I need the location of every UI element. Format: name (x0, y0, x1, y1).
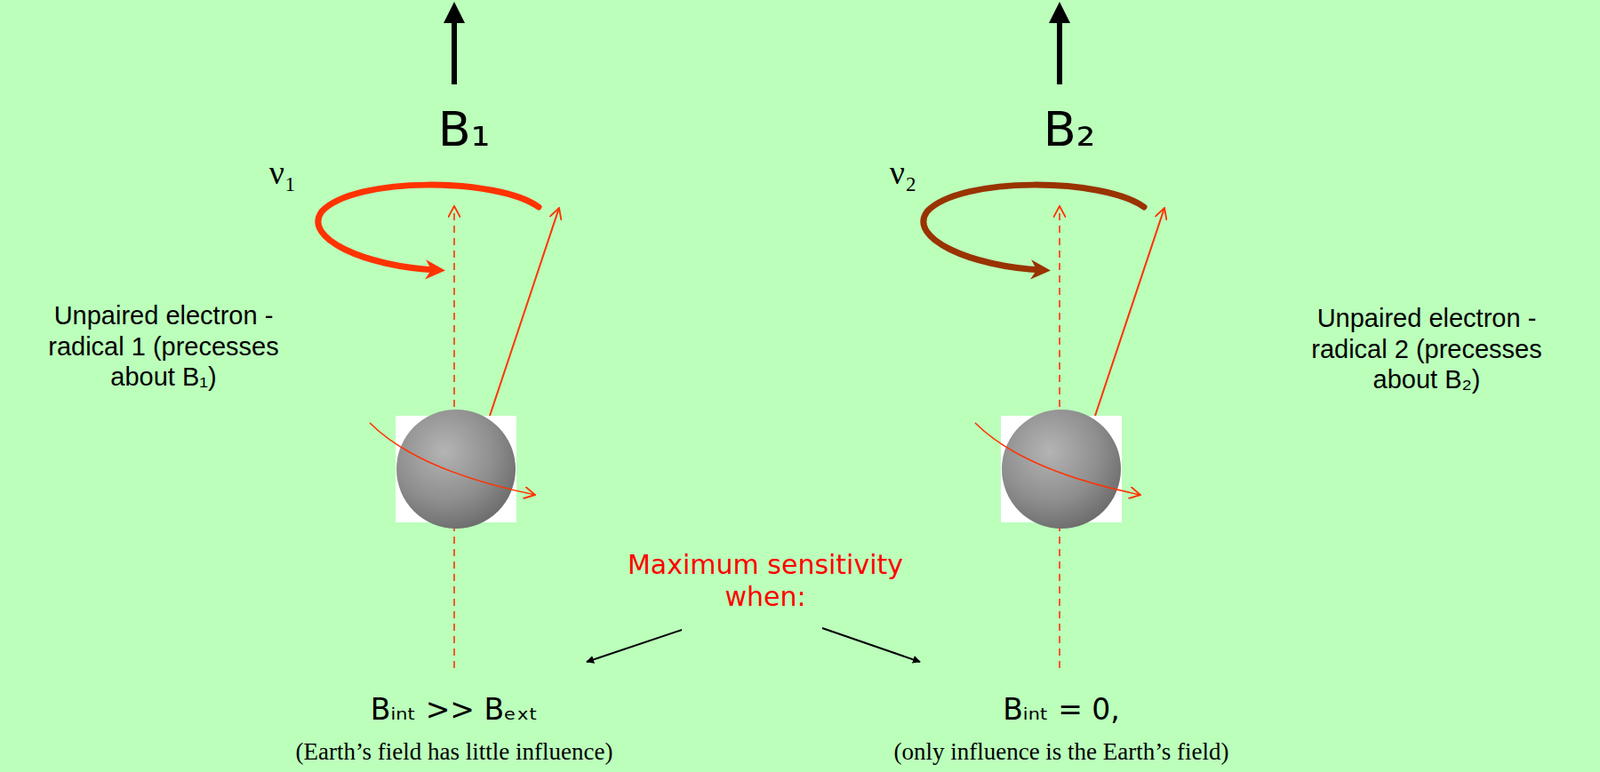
spin-arrow (975, 423, 1141, 496)
condition-formula: Bᵢₙₜ >> Bₑₓₜ (370, 692, 538, 728)
precession-figure-1 (318, 12, 560, 669)
precession-figure-2 (923, 12, 1165, 669)
condition-note: (only influence is the Earth’s field) (893, 737, 1229, 767)
sensitivity-note: Maximum sensitivity when: (605, 549, 926, 614)
field-arrow (1056, 12, 1063, 85)
field-label: B₂ (1043, 101, 1096, 160)
pointer-arrow (822, 628, 920, 663)
electron-sphere (396, 409, 516, 529)
condition-formula: Bᵢₙₜ = 0, (1002, 692, 1120, 728)
radical-label: Unpaired electron - radical 1 (precesses… (30, 300, 297, 393)
precession-arc (923, 184, 1144, 271)
radical-label: Unpaired electron - radical 2 (precesses… (1293, 303, 1560, 396)
precession-arc (318, 184, 539, 271)
electron-sphere (1001, 409, 1121, 529)
spin-arrow (369, 423, 536, 496)
spin-vector (489, 208, 560, 416)
frequency-label: ν₁ (269, 152, 296, 194)
spin-vector (1095, 208, 1165, 416)
condition-note: (Earth’s field has little influence) (296, 737, 614, 767)
pointer-arrow (586, 630, 682, 663)
field-label: B₁ (438, 101, 491, 160)
frequency-label: ν₂ (889, 152, 917, 194)
field-arrow (451, 12, 457, 85)
